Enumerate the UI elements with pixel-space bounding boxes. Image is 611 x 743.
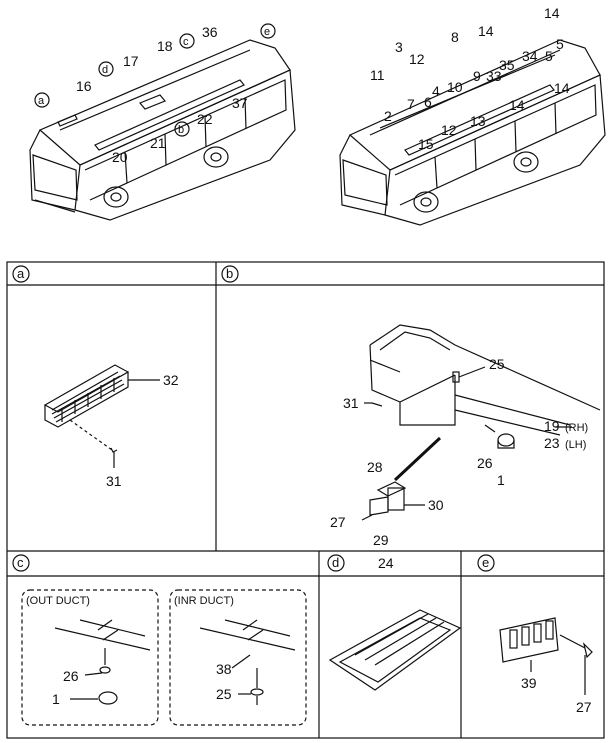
callout: 2	[384, 108, 392, 124]
left-bus-callouts: a 16 d 17 18 c 36 e 20 21 b 22 37	[38, 24, 270, 165]
callout: 4	[432, 83, 440, 99]
callout: 31	[106, 473, 122, 489]
callout: 15	[418, 136, 434, 152]
callout: 17	[123, 53, 139, 69]
panel-b-callouts: 25 31 19 (RH) 23 (LH) 26 1 28 30 27 29	[330, 356, 588, 548]
callout: 7	[407, 96, 415, 112]
panel-e-letter: e	[482, 555, 489, 570]
callout: c	[183, 36, 189, 48]
left-bus-illustration	[29, 39, 296, 221]
callout: 33	[486, 68, 502, 84]
callout: 31	[343, 395, 359, 411]
callout: e	[264, 26, 270, 38]
callout: 6	[424, 94, 432, 110]
callout: 9	[473, 68, 481, 84]
callout: 27	[576, 699, 592, 715]
callout: 14	[554, 80, 570, 96]
callout: (LH)	[565, 439, 586, 451]
callout: 34	[522, 48, 538, 64]
callout: 30	[428, 497, 444, 513]
callout: 27	[330, 514, 346, 530]
callout: 1	[52, 691, 60, 707]
callout: 28	[367, 459, 383, 475]
callout: 3	[395, 39, 403, 55]
callout: 5	[556, 36, 564, 52]
callout: 11	[370, 67, 385, 83]
callout: 18	[157, 38, 173, 54]
callout: 35	[499, 57, 515, 73]
panel-a-letter: a	[17, 266, 25, 281]
callout: b	[178, 124, 184, 136]
panel-e-letter-circle	[477, 554, 495, 572]
callout: 10	[447, 79, 463, 95]
callout: d	[102, 64, 108, 76]
callout: 22	[197, 111, 213, 127]
callout: 32	[163, 372, 179, 388]
panel-d-part: 24	[378, 555, 394, 571]
callout: 5	[545, 48, 553, 64]
inr-duct-title: (INR DUCT)	[174, 595, 234, 607]
callout: 19	[544, 418, 560, 434]
callout: 14	[509, 97, 525, 113]
callout: 12	[441, 122, 457, 138]
callout: 37	[232, 95, 248, 111]
callout: (RH)	[565, 422, 588, 434]
panel-d-letter-circle	[327, 554, 345, 572]
panel-c-letter-circle	[12, 554, 30, 572]
callout: a	[38, 95, 45, 107]
out-duct-title: (OUT DUCT)	[26, 595, 90, 607]
callout: 21	[150, 135, 166, 151]
callout: 23	[544, 435, 560, 451]
callout: 26	[477, 455, 493, 471]
panel-headers: a b c d 24 e	[17, 266, 489, 571]
callout: 16	[76, 78, 92, 94]
panel-d-letter: d	[332, 555, 339, 570]
callout: 39	[521, 675, 537, 691]
panel-c-letter: c	[17, 555, 24, 570]
panel-b-letter: b	[226, 266, 233, 281]
panel-c-callouts: (OUT DUCT) (INR DUCT) 26 1 38 25	[26, 595, 234, 707]
panel-b-frame	[361, 324, 601, 521]
panel-b-letter-circle	[221, 265, 239, 283]
callout: 14	[544, 5, 560, 21]
right-bus-illustration	[339, 39, 606, 226]
panel-e-callouts: 39 27	[521, 675, 592, 715]
panel-grid	[6, 261, 605, 739]
right-bus-callouts: 14 3 8 14 11 12 5 34 5 9 33 35 2 7 6 4 1…	[370, 5, 570, 152]
callout: 8	[451, 29, 459, 45]
callout: 12	[409, 51, 425, 67]
callout: 1	[497, 472, 505, 488]
panel-c-ducts	[21, 589, 307, 726]
callout: 38	[216, 661, 232, 677]
callout: 26	[63, 668, 79, 684]
panel-a-letter-circle	[12, 265, 30, 283]
callout: 25	[489, 356, 505, 372]
callout: 25	[216, 686, 232, 702]
callout: 20	[112, 149, 128, 165]
callout: 36	[202, 24, 218, 40]
callout: 14	[478, 23, 494, 39]
panel-d-grille	[328, 609, 462, 691]
callout: 29	[373, 532, 389, 548]
panel-a-callouts: 32 31	[106, 372, 179, 489]
callout: 13	[470, 113, 486, 129]
panel-e-vent	[499, 617, 593, 695]
panel-a-grille	[43, 364, 160, 468]
